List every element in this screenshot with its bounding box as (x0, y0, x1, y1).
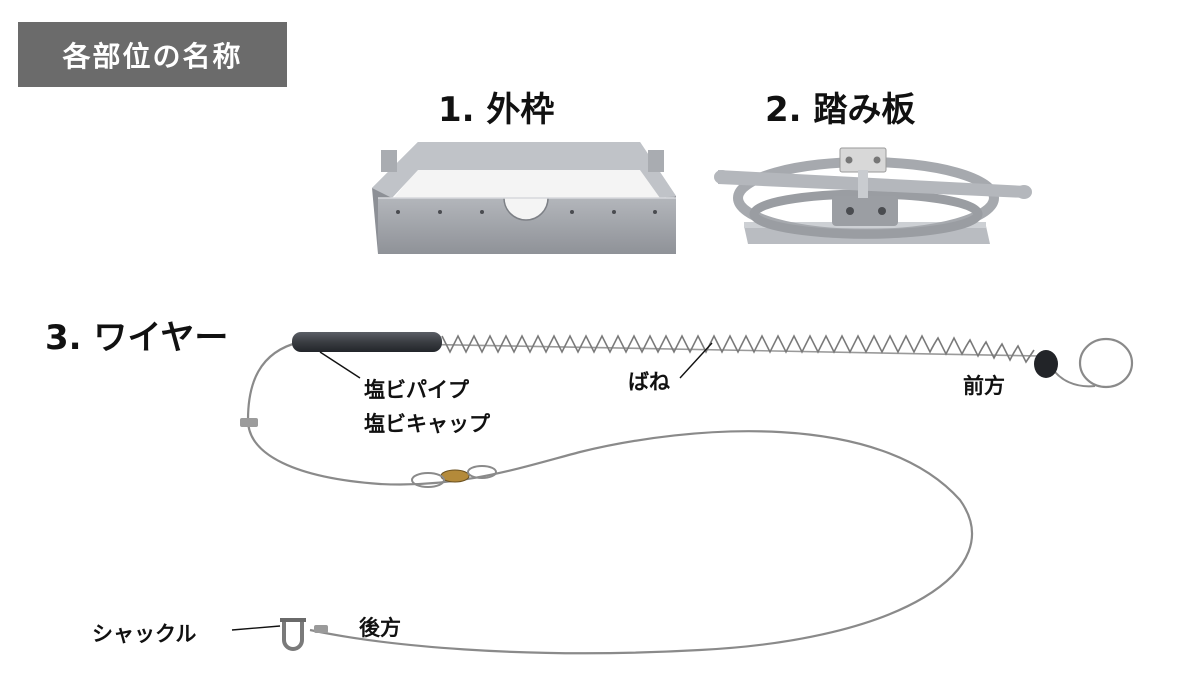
treadle-image (714, 147, 1032, 244)
pvc-cap-label: 塩ビキャップ (364, 412, 490, 436)
wire-assembly-image (240, 332, 1134, 655)
page-title-badge: 各部位の名称 (18, 22, 287, 87)
shackle-callout-leader (231, 625, 281, 631)
spring-label: ばね (628, 370, 670, 394)
rear-label: 後方 (359, 616, 401, 640)
front-label: 前方 (963, 374, 1005, 398)
shackle-label: シャックル (92, 622, 197, 646)
spring-callout-leader (679, 342, 713, 379)
pvc-pipe-label: 塩ビパイプ (364, 378, 469, 402)
wire-label: 3. ワイヤー (45, 318, 229, 358)
outer-frame-label: 1. 外枠 (438, 90, 555, 130)
treadle-label: 2. 踏み板 (765, 90, 916, 130)
pvc-callout-leader (319, 351, 361, 379)
outer-frame-image (372, 142, 676, 254)
